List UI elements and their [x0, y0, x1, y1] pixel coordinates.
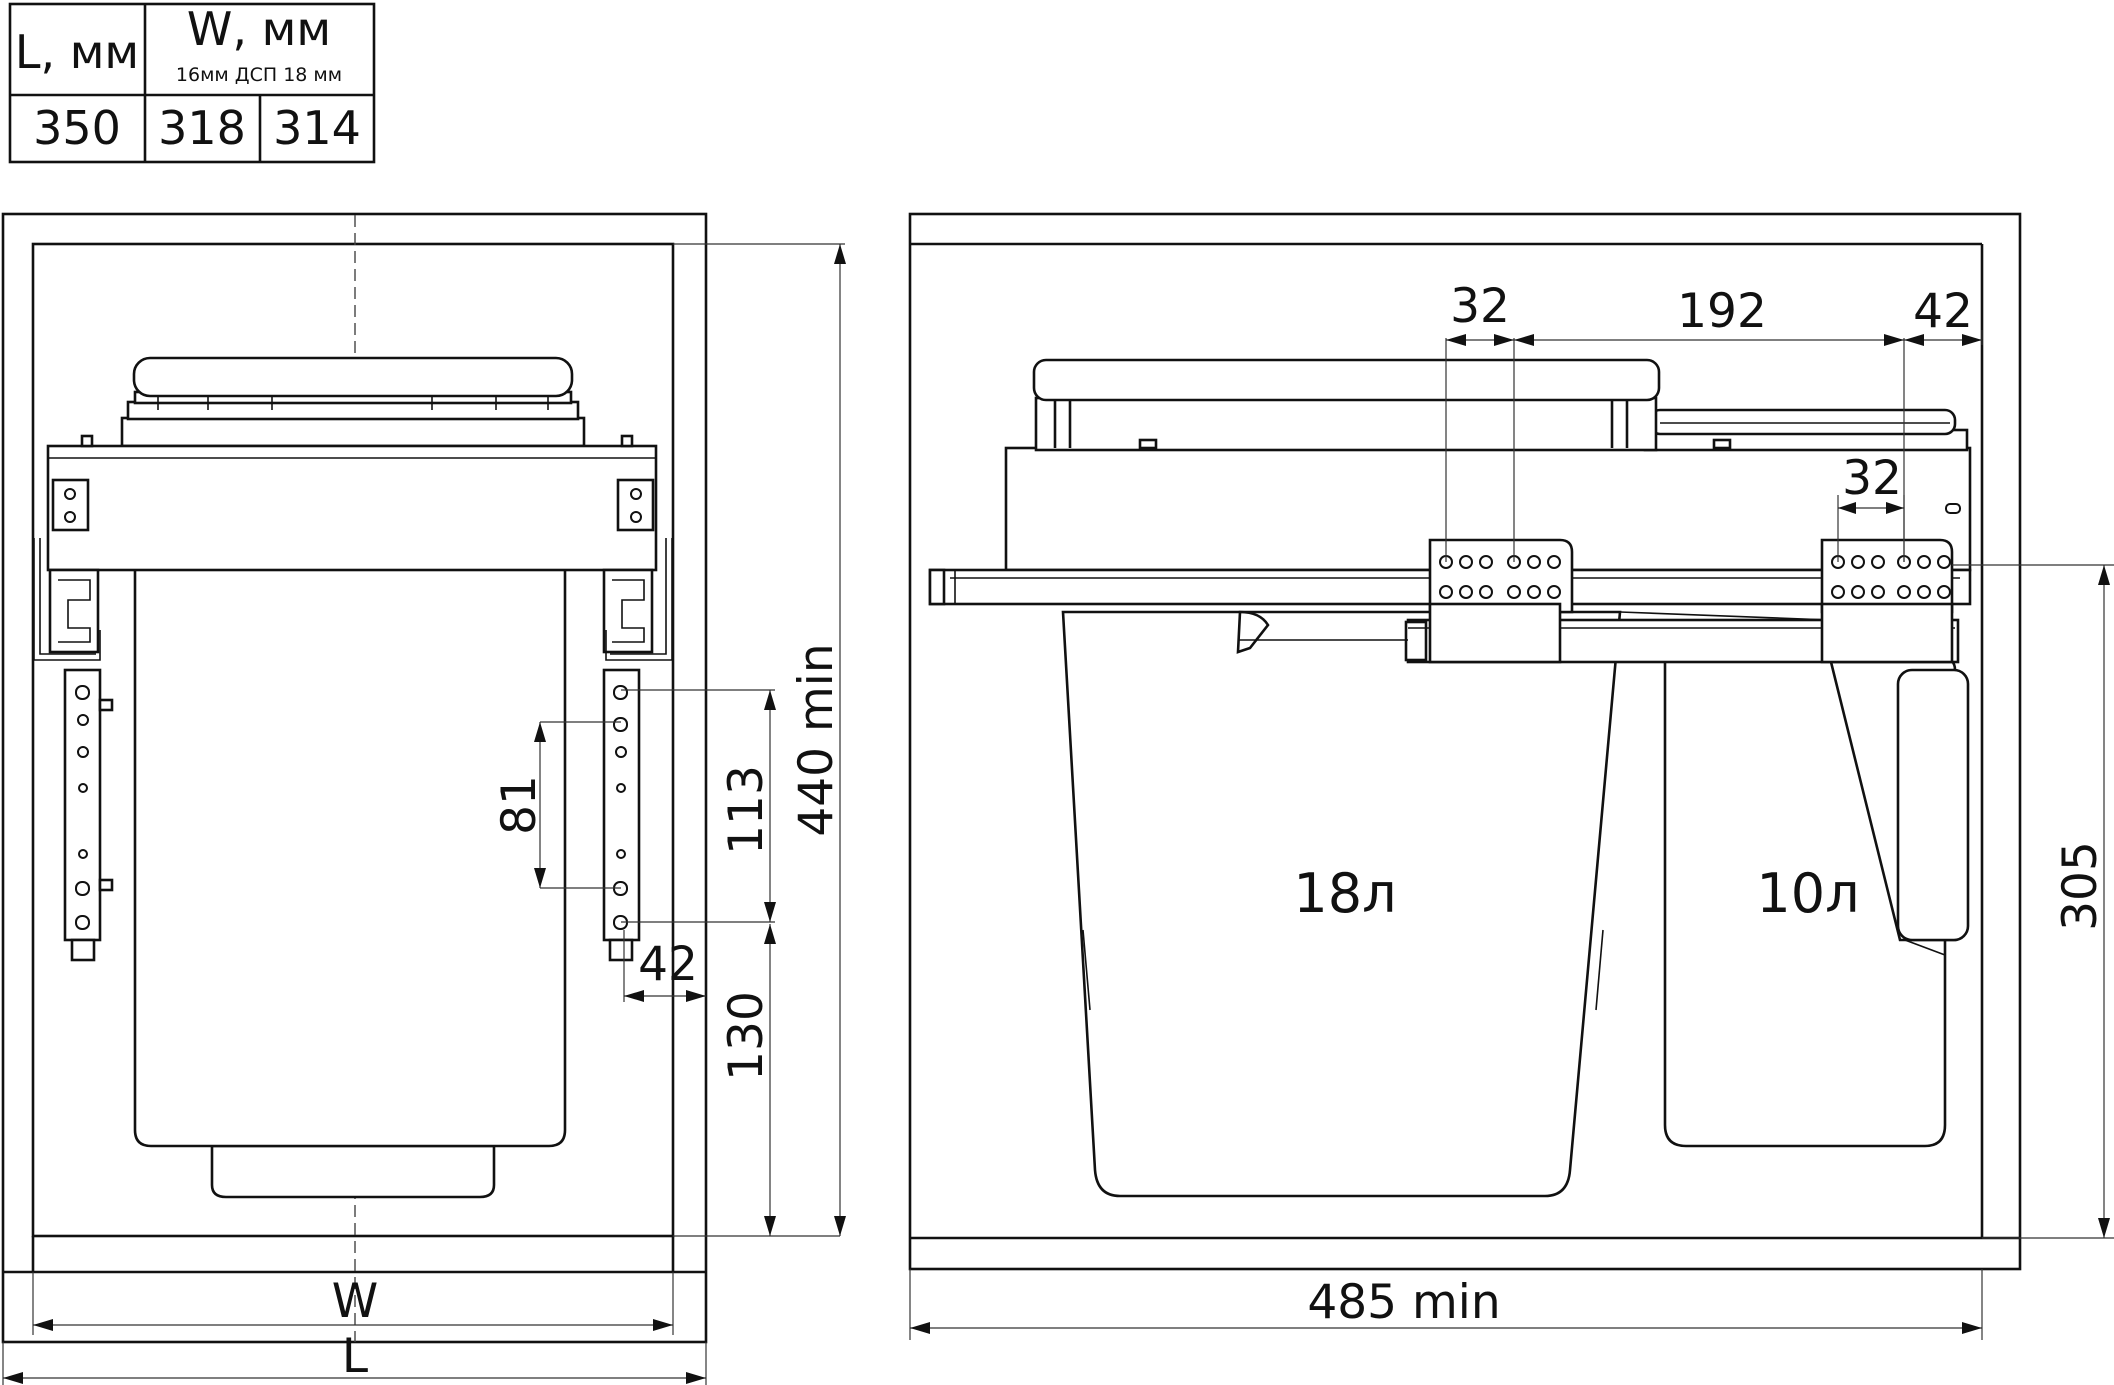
dim-chain-top: 32 192 42	[1445, 279, 1983, 562]
front-frame	[46, 434, 658, 572]
dim-w-label: W	[332, 1274, 378, 1329]
dim-81: 81	[492, 721, 621, 889]
dim-l: L	[2, 1329, 707, 1385]
dim-w: W	[32, 1272, 674, 1335]
side-view: 32 192 42 32 305	[908, 212, 2114, 1340]
bin-10l-label: 10л	[1756, 862, 1859, 925]
dim-32-right: 32	[1837, 451, 1905, 562]
dim-l-label: L	[342, 1329, 368, 1384]
dim-305-label: 305	[2053, 841, 2108, 931]
front-slide-left	[33, 538, 114, 962]
dim-130: 130	[673, 924, 840, 1237]
bin-10l	[1663, 656, 1970, 1148]
dim-113-label: 113	[719, 765, 774, 855]
bin-18l	[1061, 610, 1622, 1198]
dim-192-label: 192	[1677, 284, 1767, 339]
table-header-w: W, мм	[187, 2, 331, 56]
dim-81-label: 81	[492, 775, 547, 835]
dim-32-top-label: 32	[1450, 279, 1510, 334]
side-housing	[1004, 358, 1972, 572]
table-cell-l-value: 350	[33, 101, 121, 155]
dim-440-min: 440 min	[673, 243, 846, 1236]
spec-table: L, мм W, мм 16мм ДСП 18 мм 350 318 314	[8, 2, 376, 164]
table-cell-w-18: 314	[273, 101, 361, 155]
table-cell-w-16: 318	[158, 101, 246, 155]
front-slide-right	[602, 538, 673, 962]
bin-18l-label: 18л	[1293, 862, 1396, 925]
side-bracket-left	[1428, 538, 1574, 664]
dim-440-label: 440 min	[789, 643, 844, 836]
dim-485-label: 485 min	[1307, 1275, 1500, 1330]
front-view: 81 113 130 440 min	[1, 212, 846, 1385]
table-header-w-sub: 16мм ДСП 18 мм	[176, 64, 342, 86]
dim-113: 113	[621, 689, 776, 923]
side-cabinet	[908, 212, 2022, 1271]
dim-485-min: 485 min	[909, 1269, 1983, 1340]
front-bin-lid	[120, 356, 586, 448]
dim-130-label: 130	[719, 991, 774, 1081]
dim-42-left-label: 42	[638, 937, 698, 992]
dim-42-left: 42	[623, 930, 706, 1002]
dim-32-right-label: 32	[1842, 451, 1902, 506]
dim-42-top-label: 42	[1913, 284, 1973, 339]
front-bin	[133, 558, 567, 1199]
dim-305: 305	[1952, 564, 2114, 1239]
side-bracket-right	[1820, 538, 1954, 664]
table-header-l: L, мм	[15, 25, 139, 79]
